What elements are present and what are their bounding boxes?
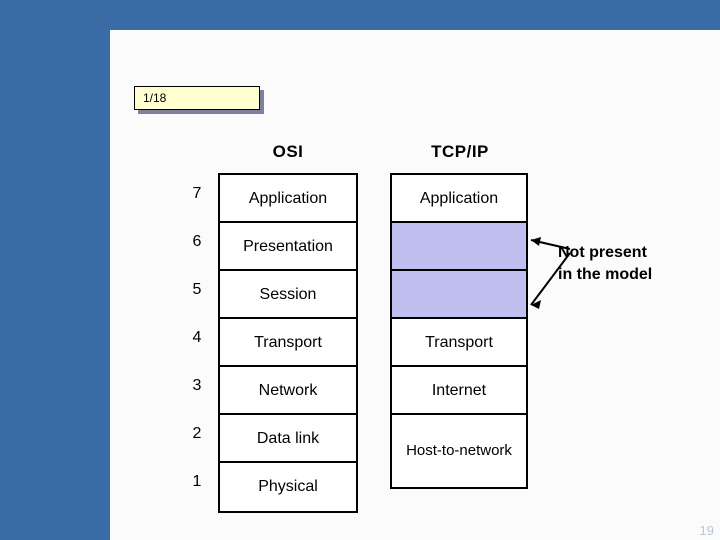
osi-layer-cell: Network (220, 367, 356, 415)
callout-note-line1: Not present (558, 244, 647, 261)
bottom-left-blue-band (0, 528, 110, 540)
osi-layer-number: 1 (192, 473, 202, 490)
osi-layer-number: 5 (192, 281, 202, 298)
osi-column-title: OSI (272, 142, 304, 161)
osi-layer-cell: Physical (220, 463, 356, 511)
osi-layer-number: 6 (192, 233, 202, 250)
tcpip-layer-cell: Transport (392, 319, 526, 367)
tcpip-column-title: TCP/IP (431, 142, 489, 161)
osi-layer-number: 3 (192, 377, 202, 394)
left-blue-band (0, 0, 110, 540)
osi-layer-cell: Transport (220, 319, 356, 367)
osi-stack-table: Application Presentation Session Transpo… (218, 173, 358, 513)
tcpip-stack-table: Application Transport Internet Host-to-n… (390, 173, 528, 489)
osi-layer-number: 7 (192, 185, 202, 202)
tcpip-layer-cell: Internet (392, 367, 526, 415)
tcpip-blank-cell (392, 271, 526, 319)
osi-layer-cell: Application (220, 175, 356, 223)
slide-counter-chip: 1/18 (134, 86, 260, 110)
osi-layer-cell: Session (220, 271, 356, 319)
tcpip-layer-cell: Application (392, 175, 526, 223)
page-number: 19 (699, 523, 714, 538)
osi-layer-cell: Data link (220, 415, 356, 463)
osi-layer-cell: Presentation (220, 223, 356, 271)
osi-layer-number: 2 (192, 425, 202, 442)
osi-layer-number: 4 (192, 329, 202, 346)
tcpip-blank-cell (392, 223, 526, 271)
top-blue-band (110, 0, 720, 30)
tcpip-layer-cell: Host-to-network (392, 415, 526, 487)
callout-note: Not present in the model (558, 242, 708, 286)
callout-note-line2: in the model (558, 266, 653, 283)
